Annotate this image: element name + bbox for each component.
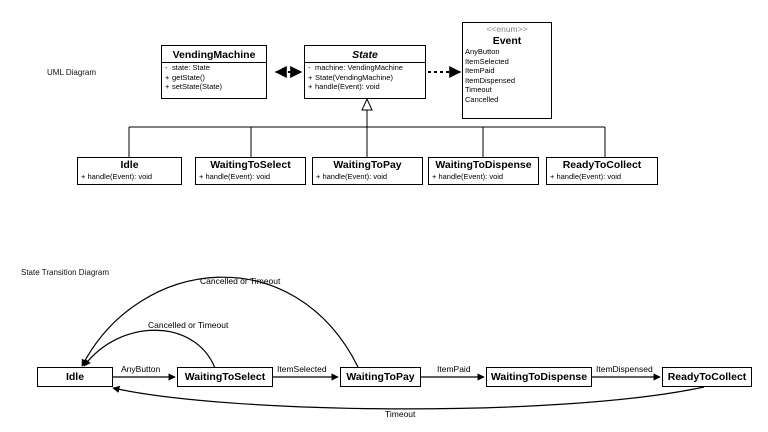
class-member: -state: State	[165, 63, 210, 72]
state-diagram-label: State Transition Diagram	[21, 268, 110, 277]
label-timeout: Timeout	[385, 409, 416, 419]
class-state: State -machine: VendingMachine +State(Ve…	[304, 45, 426, 99]
label-anybutton: AnyButton	[121, 364, 160, 374]
enum-event-name: Event	[492, 35, 522, 47]
enum-value: Cancelled	[465, 94, 499, 104]
class-vendingmachine: VendingMachine -state: State +getState()…	[161, 45, 267, 99]
label-itempaid: ItemPaid	[437, 364, 471, 374]
class-member: +handle(Event): void	[308, 82, 380, 91]
state-waitingtodispense: WaitingToDispense	[486, 367, 592, 387]
enum-value: ItemSelected	[465, 56, 509, 66]
state-waitingtoselect: WaitingToSelect	[177, 367, 273, 387]
uml-diagram-label: UML Diagram	[47, 68, 97, 77]
enum-value: ItemDispensed	[465, 75, 516, 85]
enum-event: <<enum>> Event AnyButton ItemSelected It…	[462, 22, 552, 119]
enum-stereotype: <<enum>>	[486, 24, 528, 34]
class-vendingmachine-name: VendingMachine	[172, 49, 256, 61]
enum-value: ItemPaid	[465, 66, 495, 75]
class-member: +setState(State)	[165, 82, 223, 91]
enum-value: AnyButton	[465, 47, 500, 56]
transition-timeout	[112, 385, 705, 410]
label-cancel-from-pay: Cancelled or Timeout	[200, 276, 281, 286]
state-waitingtopay: WaitingToPay	[340, 367, 421, 387]
class-waitingtoselect: WaitingToSelect + handle(Event): void	[195, 157, 306, 185]
label-itemselected: ItemSelected	[277, 364, 327, 374]
class-waitingtopay: WaitingToPay + handle(Event): void	[312, 157, 423, 185]
transition-cancel-from-select	[83, 329, 216, 369]
label-itemdispensed: ItemDispensed	[596, 364, 653, 374]
class-waitingtodispense: WaitingToDispense + handle(Event): void	[428, 157, 539, 185]
state-readytocollect: ReadyToCollect	[662, 367, 752, 387]
label-cancel-from-select: Cancelled or Timeout	[148, 320, 229, 330]
transition-cancel-from-pay	[81, 276, 359, 368]
state-idle: Idle	[37, 367, 113, 387]
class-state-name: State	[352, 49, 378, 61]
class-idle: Idle + handle(Event): void	[77, 157, 182, 185]
enum-value: Timeout	[465, 85, 492, 94]
class-readytocollect: ReadyToCollect + handle(Event): void	[546, 157, 658, 185]
inheritance-tree	[128, 97, 606, 157]
class-member: +State(VendingMachine)	[308, 72, 393, 82]
class-member: +getState()	[165, 72, 205, 82]
class-member: -machine: VendingMachine	[308, 63, 403, 72]
